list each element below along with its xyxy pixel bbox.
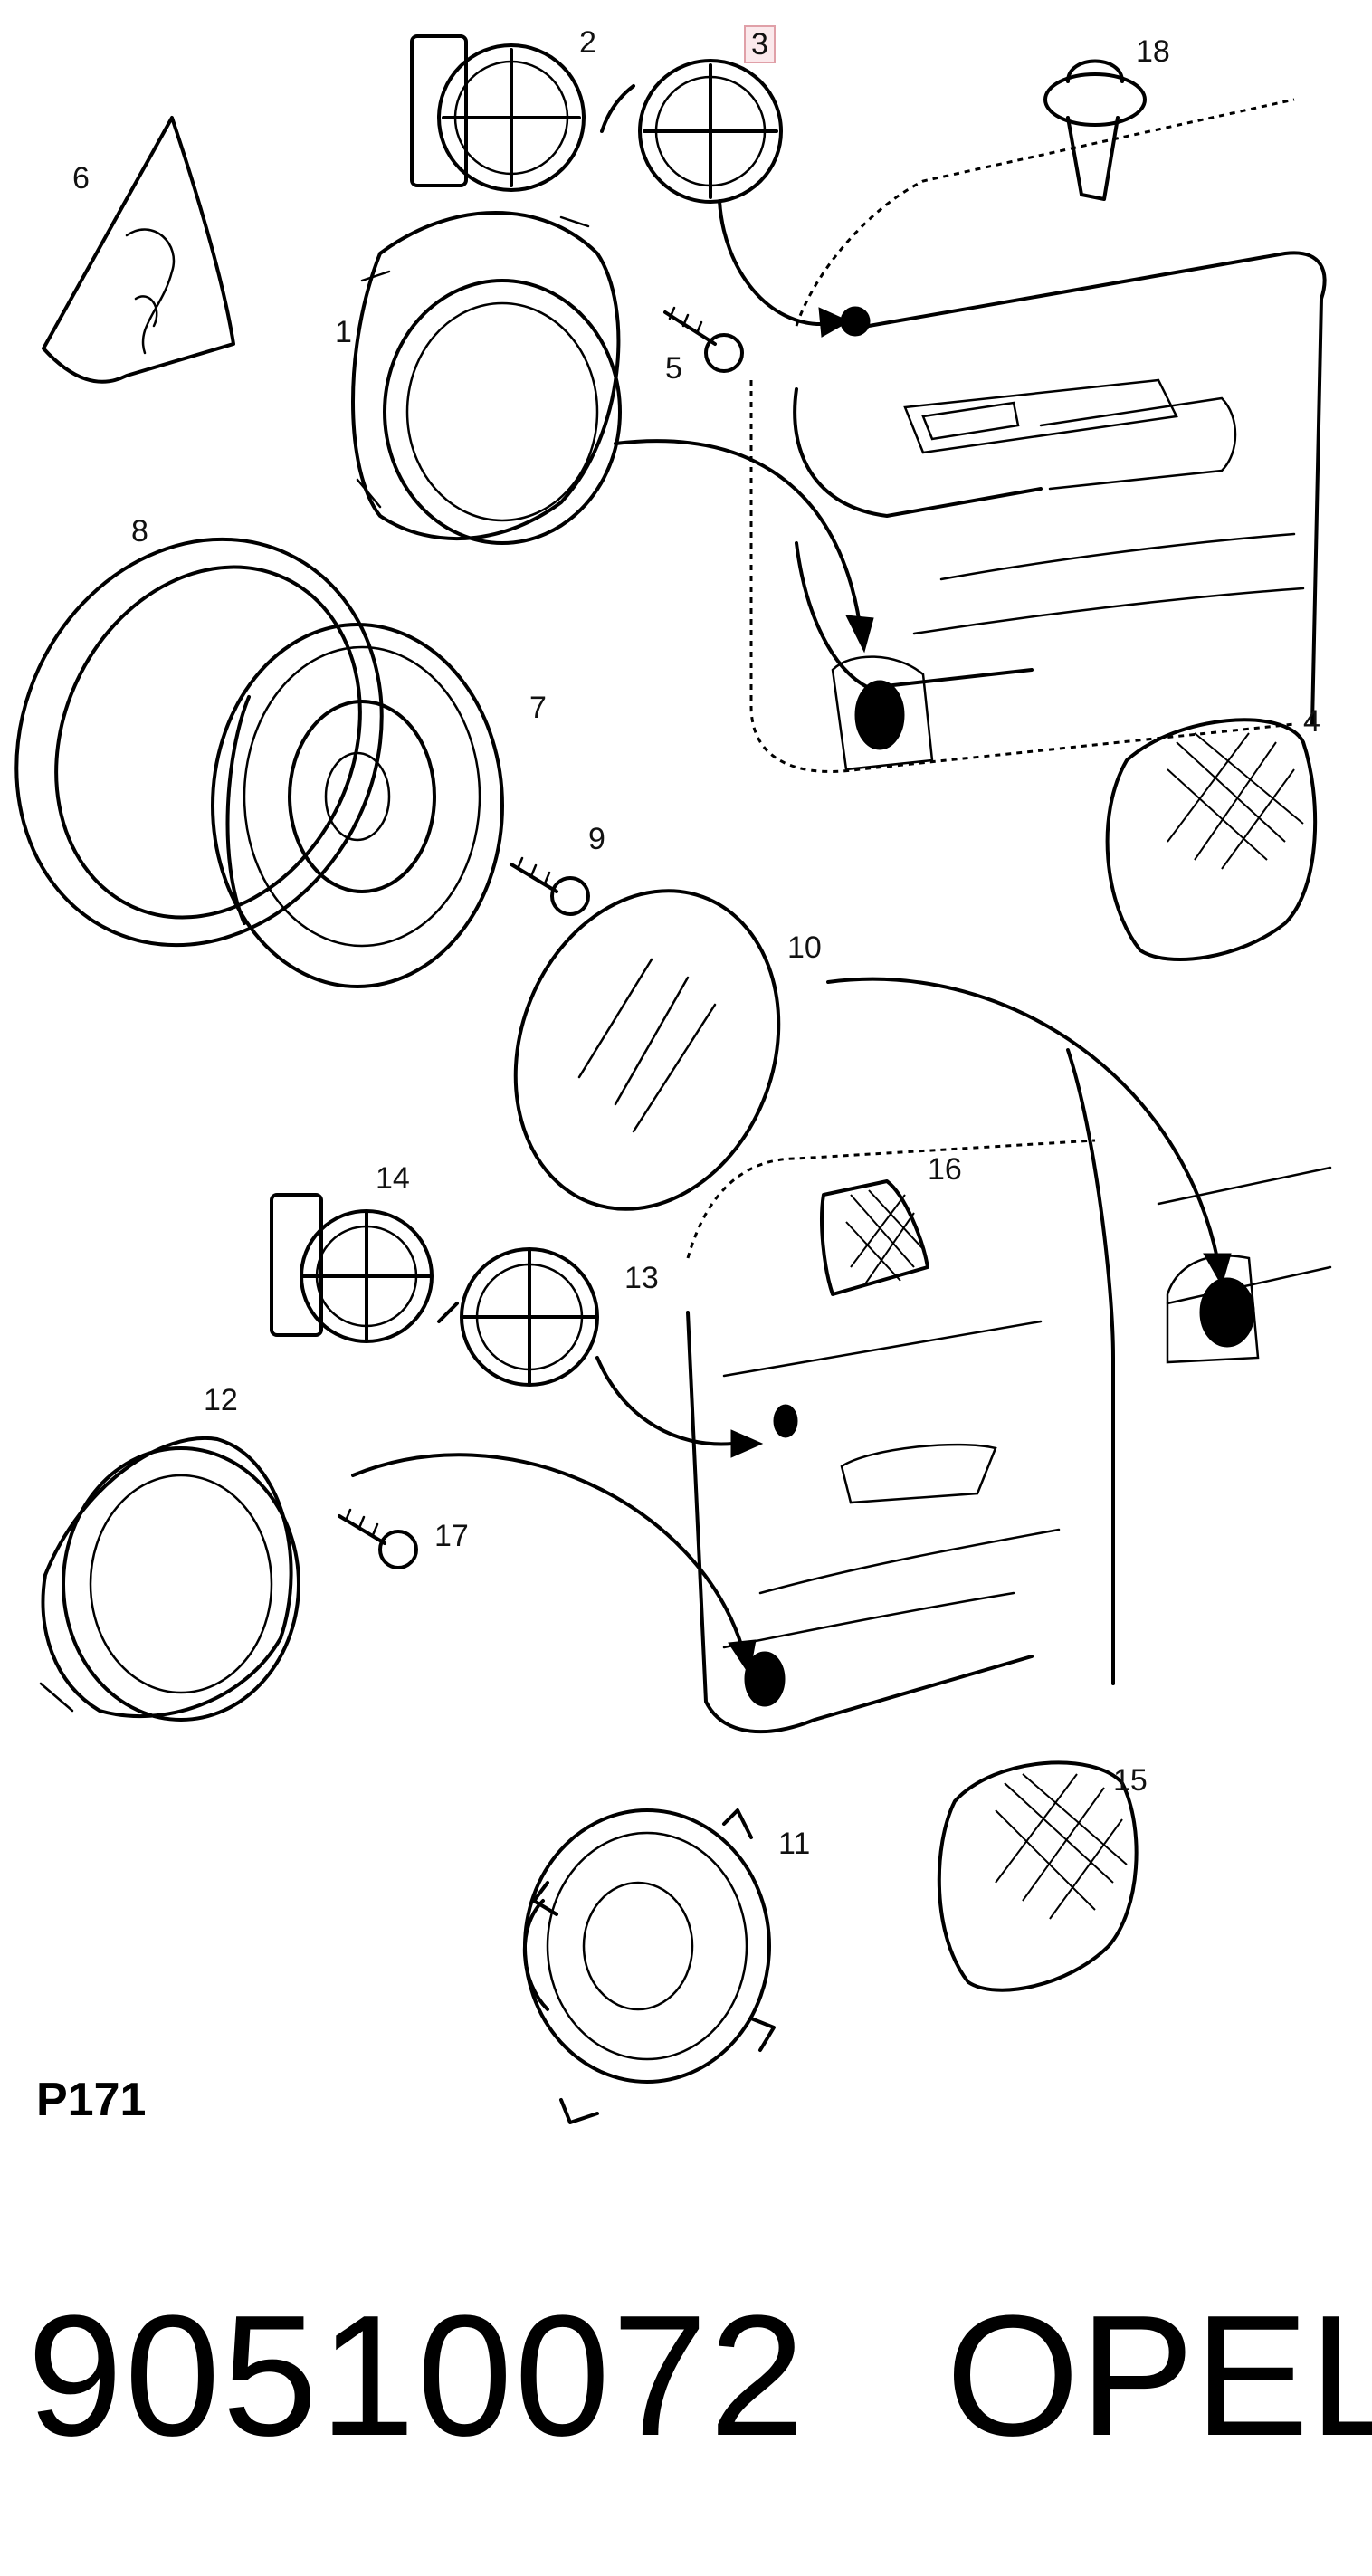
arrow-13-to-door [595, 1356, 735, 1446]
rear-door-panel [686, 1048, 1332, 1734]
callout-10: 10 [787, 930, 822, 965]
tweeter-13 [437, 1247, 599, 1387]
arrow-10-to-rear-door [826, 977, 1219, 1260]
clip-18 [1043, 59, 1147, 201]
arrow-1-to-door [614, 439, 862, 626]
callout-4: 4 [1303, 704, 1320, 739]
rear-door-speaker-opening [1199, 1277, 1255, 1348]
callout-5: 5 [665, 351, 682, 386]
tweeter-3 [600, 59, 783, 204]
arrowhead-12 [728, 1639, 757, 1676]
arrow-3-to-door [718, 199, 825, 327]
arrow-12-to-door [351, 1453, 744, 1649]
speaker-12 [39, 1436, 300, 1722]
cover-disc-10 [513, 889, 781, 1211]
callout-8: 8 [131, 514, 148, 549]
screw-5 [663, 306, 744, 373]
callout-9: 9 [588, 822, 605, 856]
rear-door-lower-speaker-opening [744, 1651, 786, 1707]
callout-13: 13 [624, 1261, 659, 1295]
callout-6: 6 [72, 161, 90, 196]
arrowhead-13 [730, 1429, 764, 1458]
callout-15: 15 [1113, 1763, 1148, 1798]
small-grille-16 [820, 1179, 929, 1296]
front-grille-4 [1105, 718, 1318, 961]
callout-1: 1 [335, 315, 352, 349]
arrowhead-1 [845, 615, 874, 654]
speaker-11 [522, 1808, 776, 2124]
rear-tweeter-opening [773, 1404, 798, 1438]
callout-12: 12 [204, 1383, 238, 1417]
speaker-basket-1 [351, 211, 622, 545]
tweeter-holder-2 [410, 34, 586, 192]
arrowhead-3 [818, 307, 851, 338]
brand-name: OPEL [946, 2280, 1372, 2472]
gasket-ring-8 [14, 537, 384, 948]
callout-18: 18 [1136, 34, 1170, 69]
callout-2: 2 [579, 25, 596, 60]
callout-7: 7 [529, 691, 547, 725]
screw-9 [510, 856, 590, 916]
callout-3[interactable]: 3 [744, 25, 776, 63]
front-door-panel [749, 98, 1327, 773]
callout-11: 11 [778, 1827, 811, 1861]
callout-17: 17 [434, 1519, 469, 1553]
corner-trim-6 [42, 116, 235, 384]
woofer-7 [211, 623, 504, 988]
part-number: 90510072 [27, 2280, 807, 2472]
screw-17 [338, 1508, 418, 1569]
callout-16: 16 [928, 1152, 962, 1187]
tweeter-holder-14 [270, 1193, 434, 1343]
arrowhead-10 [1203, 1253, 1232, 1287]
callout-14: 14 [376, 1161, 410, 1196]
diagram-reference-code: P171 [36, 2074, 147, 2126]
front-door-speaker-opening [854, 680, 905, 750]
rear-grille-15 [937, 1760, 1139, 1992]
